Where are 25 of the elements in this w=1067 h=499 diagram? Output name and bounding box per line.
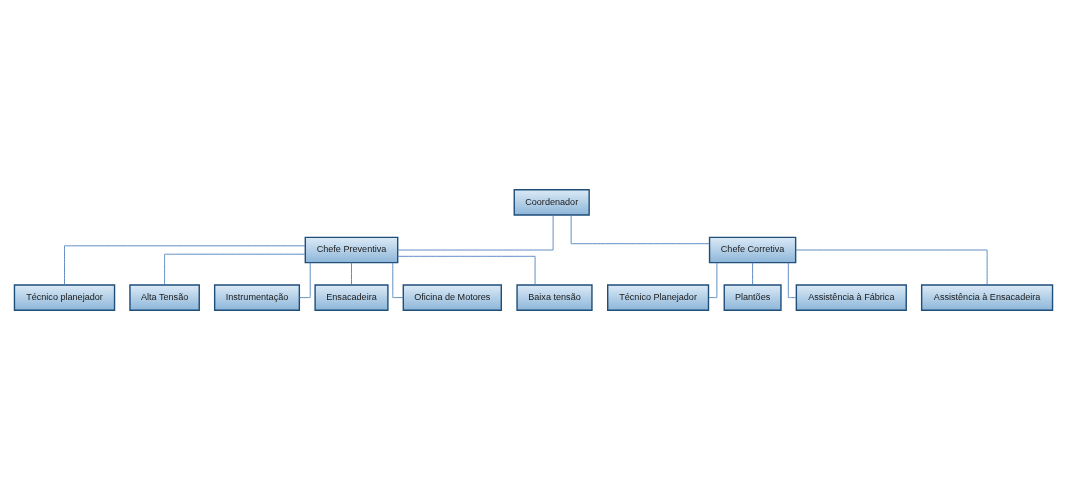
node-box: Coordenador (513, 188, 590, 216)
node-box: Chefe Preventiva (304, 236, 399, 263)
node-box: Alta Tensão (129, 283, 200, 311)
node-box: Baixa tensão (516, 283, 593, 311)
connector (787, 261, 797, 298)
connector (752, 261, 754, 285)
connector (64, 244, 306, 285)
connector (708, 261, 718, 298)
node-box: Assistência à Ensacadeira (920, 283, 1054, 311)
node-box: Assistência à Fábrica (795, 283, 907, 311)
connector (397, 255, 536, 285)
node-box: Chefe Corretiva (708, 236, 797, 263)
node-box: Ensacadeira (314, 283, 389, 311)
connector (397, 214, 554, 250)
node-box: Oficina de Motores (402, 283, 502, 311)
connector (392, 261, 404, 298)
connector (164, 253, 306, 285)
node-box: Plantões (723, 283, 782, 311)
node-box: Técnico Planejador (607, 283, 710, 311)
connector (351, 261, 352, 285)
node-box: Instrumentação (213, 283, 301, 311)
connector (298, 261, 311, 298)
connector (795, 249, 988, 285)
connector (570, 214, 710, 244)
node-box: Técnico planejador (13, 283, 116, 311)
